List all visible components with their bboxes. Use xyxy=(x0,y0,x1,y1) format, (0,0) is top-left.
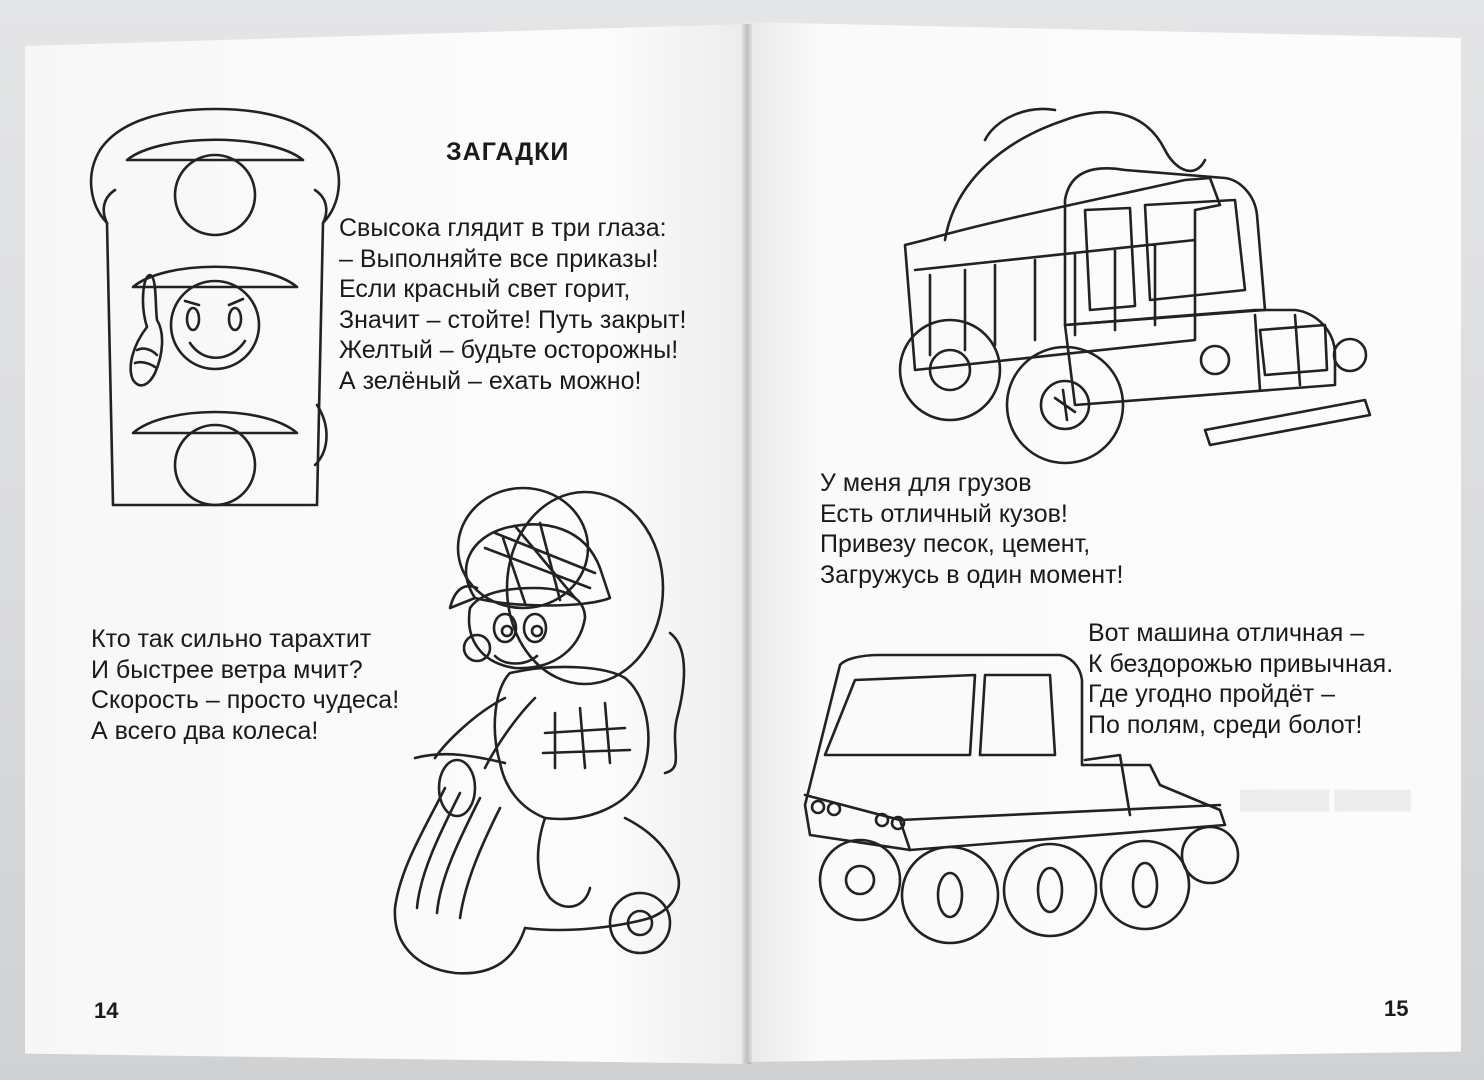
riddle-line: – Выполняйте все приказы! xyxy=(339,244,659,273)
riddle-line: К бездорожью привычная. xyxy=(1088,649,1394,678)
riddle-line: Привезу песок, цемент, xyxy=(820,530,1091,558)
right-page xyxy=(746,22,1461,1062)
riddle-line: Если красный свет горит, xyxy=(339,275,631,303)
all-terrain-vehicle-illustration xyxy=(803,653,1240,945)
riddle-line: Где угодно пройдёт – xyxy=(1088,680,1336,708)
page-number-right: 15 xyxy=(1384,996,1409,1021)
riddle-scooter: Кто так сильно тарахтит И быстрее ветра … xyxy=(91,624,399,746)
riddle-line: Вот машина отличная – xyxy=(1088,619,1365,647)
riddle-traffic-light: Свысока глядит в три глаза: – Выполняйте… xyxy=(339,213,686,396)
page-number-left: 14 xyxy=(94,998,119,1023)
riddle-line: По полям, среди болот! xyxy=(1088,710,1363,739)
book-gutter xyxy=(742,24,752,1064)
riddle-line: А всего два колеса! xyxy=(91,716,319,745)
riddle-all-terrain: Вот машина отличная – К бездорожью привы… xyxy=(1088,618,1393,740)
left-page xyxy=(25,24,748,1064)
dump-truck-illustration xyxy=(898,107,1372,465)
show-through-text: ██████ ███████ xyxy=(1240,790,1411,810)
riddle-line: А зелёный – ехать можно! xyxy=(339,366,642,395)
riddle-line: Желтый – будьте осторожны! xyxy=(339,336,679,364)
riddle-line: Значит – стойте! Путь закрыт! xyxy=(339,305,687,334)
riddle-line: Свысока глядит в три глаза: xyxy=(339,214,667,242)
page-title: ЗАГАДКИ xyxy=(446,138,570,166)
mouse-on-scooter-illustration xyxy=(393,486,686,975)
riddle-dump-truck: У меня для грузов Есть отличный кузов! П… xyxy=(820,468,1124,590)
riddle-line: У меня для грузов xyxy=(820,469,1032,497)
riddle-line: Скорость – просто чудеса! xyxy=(91,686,400,714)
riddle-line: Загружусь в один момент! xyxy=(820,560,1124,589)
riddle-line: И быстрее ветра мчит? xyxy=(91,655,363,684)
traffic-light-illustration xyxy=(89,107,341,507)
riddle-line: Есть отличный кузов! xyxy=(820,499,1068,528)
riddle-line: Кто так сильно тарахтит xyxy=(91,625,372,653)
